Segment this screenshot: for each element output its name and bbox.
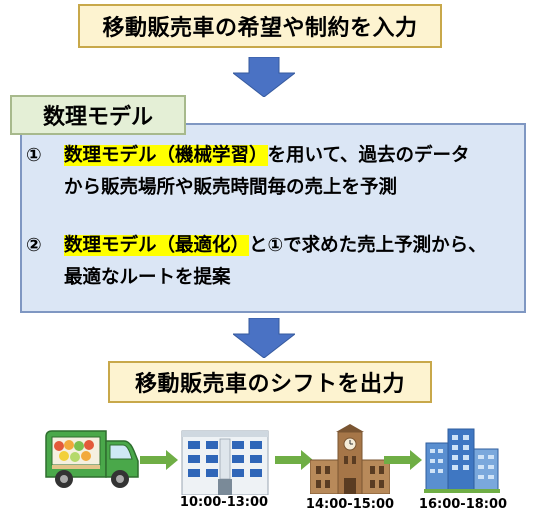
model-title: 数理モデル [42,105,153,130]
item-1-highlight: 数理モデル（機械学習） [64,145,268,166]
right-arrow-1 [140,450,178,470]
food-truck-icon [45,430,139,488]
down-arrow-1 [233,57,295,97]
right-arrow-3 [384,450,422,470]
university-building-icon [310,424,390,494]
item-1-line1-rest: を用いて、過去のデータ [267,145,470,166]
down-arrow-2 [233,318,295,358]
time-slot-1: 10:00-13:00 [179,495,269,510]
item-2-line1-rest: と①で求めた売上予測から、 [249,235,487,256]
output-box-text: 移動販売車のシフトを出力 [134,372,405,397]
time-slot-2: 14:00-15:00 [305,497,395,512]
office-buildings-icon [424,428,500,493]
item-2-highlight: 数理モデル（最適化） [64,235,250,256]
time-slot-3: 16:00-18:00 [418,497,508,512]
right-arrow-2 [275,450,313,470]
input-box-text: 移動販売車の希望や制約を入力 [102,16,418,41]
item-1-number: ① [26,145,42,166]
model-title-tab: 数理モデル [10,95,186,135]
output-box: 移動販売車のシフトを出力 [108,361,432,403]
item-2-number: ② [26,235,42,256]
item-2-line2: 最適なルートを提案 [64,267,231,288]
item-1-line2: から販売場所や販売時間毎の売上を予測 [64,177,398,198]
input-box: 移動販売車の希望や制約を入力 [78,4,442,48]
apartment-building-icon [181,430,269,495]
